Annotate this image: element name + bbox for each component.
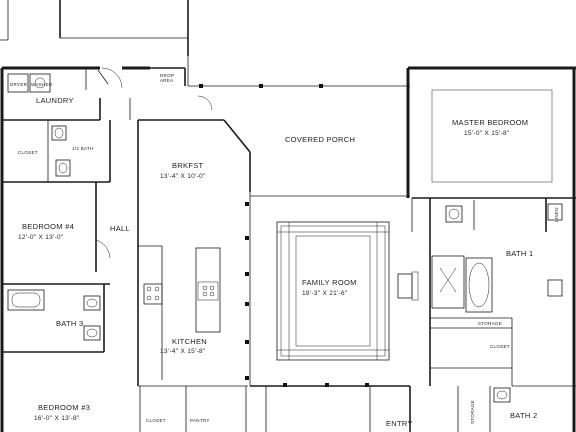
drop-area-label-2: AREA — [160, 78, 173, 83]
half-bath-label: 1/2 BATH — [72, 146, 94, 151]
dryer-label: DRYER — [10, 82, 28, 87]
half-bath-area — [2, 120, 111, 183]
covered-porch-label: COVERED PORCH — [285, 135, 355, 144]
brkfst-label: BRKFST — [172, 161, 204, 170]
bedroom4-area — [2, 182, 111, 285]
bedroom3-label: BEDROOM #3 — [38, 403, 90, 412]
bath1-label: BATH 1 — [506, 249, 534, 258]
entry-area — [369, 385, 576, 432]
kitchen-label: KITCHEN — [172, 337, 207, 346]
bedroom4-label: BEDROOM #4 — [22, 222, 74, 231]
exterior-walls — [0, 56, 576, 432]
storage-bottom-label: STORAGE — [470, 400, 475, 424]
kitchen-dimensions: 13'-4" X 15'-8" — [160, 348, 206, 355]
family-room-dimensions: 18'-3" X 21'-6" — [302, 290, 348, 297]
laundry-area — [2, 67, 213, 121]
linen-label: LINEN — [554, 207, 559, 222]
entry-label: ENTRY — [386, 419, 413, 428]
bedroom3-dimensions: 16'-0" X 13'-8" — [34, 415, 80, 422]
family-room-area — [249, 192, 419, 432]
drop-area-label-1: DROP — [160, 73, 174, 78]
bath3-area — [2, 284, 105, 353]
master-bedroom-dimensions: 15'-0" X 15'-8" — [464, 130, 510, 137]
bath2-label: BATH 2 — [510, 411, 538, 420]
family-room-label: FAMILY ROOM — [302, 278, 357, 287]
closet-bottom-label: CLOSET — [146, 418, 166, 423]
brkfst-dimensions: 13'-4" X 10'-0" — [160, 173, 206, 180]
kitchen-counters — [138, 245, 248, 432]
closet-master-label: CLOSET — [490, 344, 510, 349]
closet-left-label: CLOSET — [18, 150, 38, 155]
storage-master-label: STORAGE — [478, 321, 502, 326]
washer-label: WASHER — [31, 82, 53, 87]
bath3-label: BATH 3 — [56, 319, 84, 328]
room-labels: DRYER WASHER LAUNDRY DROP AREA COVERED P… — [10, 73, 559, 428]
bedroom4-dimensions: 12'-0" X 13'-0" — [18, 234, 64, 241]
pantry-label: PANTRY — [190, 418, 210, 423]
hall-label: HALL — [110, 224, 130, 233]
master-bedroom-label: MASTER BEDROOM — [452, 118, 528, 127]
hall-walls — [129, 98, 251, 386]
garage-walls — [0, 0, 189, 56]
laundry-label: LAUNDRY — [36, 96, 74, 105]
master-bath-area — [411, 68, 576, 432]
posts — [199, 84, 369, 387]
